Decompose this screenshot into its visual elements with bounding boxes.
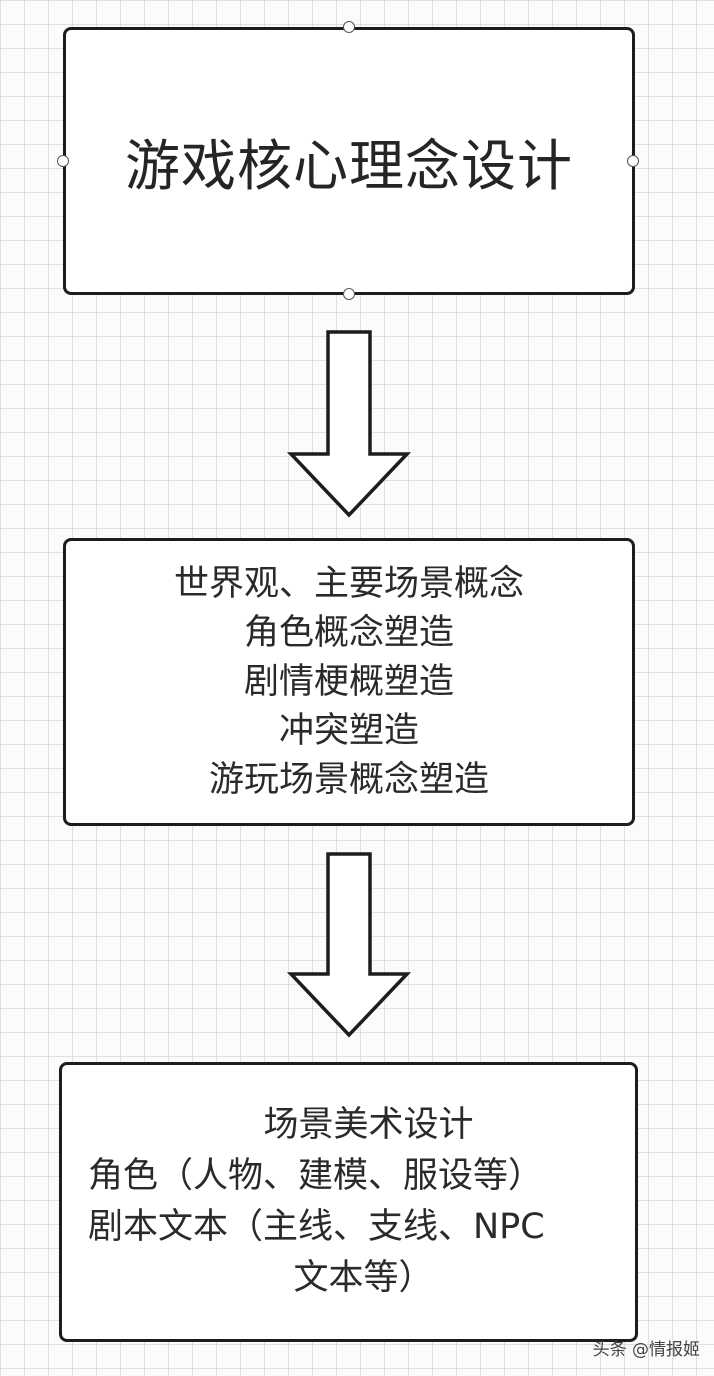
node-line: 角色概念塑造: [243, 612, 454, 653]
watermark: 头条 @情报姬: [592, 1340, 700, 1360]
selection-handle-right[interactable]: [627, 155, 639, 167]
selection-handle-top[interactable]: [343, 21, 355, 33]
selection-handle-bottom[interactable]: [343, 288, 355, 300]
production-design-node[interactable]: 场景美术设计 角色（人物、建模、服设等） 剧本文本（主线、支线、NPC 文本等）: [59, 1062, 638, 1342]
node-line: 游玩场景概念塑造: [208, 759, 489, 800]
node-line: 角色（人物、建模、服设等）: [88, 1156, 544, 1196]
node-line: 冲突塑造: [278, 710, 419, 751]
node-line: 剧本文本（主线、支线、NPC: [88, 1207, 545, 1247]
node-line: 场景美术设计: [263, 1105, 474, 1145]
node-line: 世界观、主要场景概念: [173, 563, 524, 604]
concept-design-node[interactable]: 世界观、主要场景概念 角色概念塑造 剧情梗概塑造 冲突塑造 游玩场景概念塑造: [63, 538, 635, 826]
node-label: 游戏核心理念设计: [124, 134, 573, 198]
node-line: 剧情梗概塑造: [243, 661, 454, 702]
core-concept-node[interactable]: 游戏核心理念设计: [63, 27, 635, 295]
down-arrow-icon: [286, 330, 412, 518]
node-line: 文本等）: [293, 1258, 434, 1298]
down-arrow-icon: [286, 852, 412, 1038]
selection-handle-left[interactable]: [57, 155, 69, 167]
